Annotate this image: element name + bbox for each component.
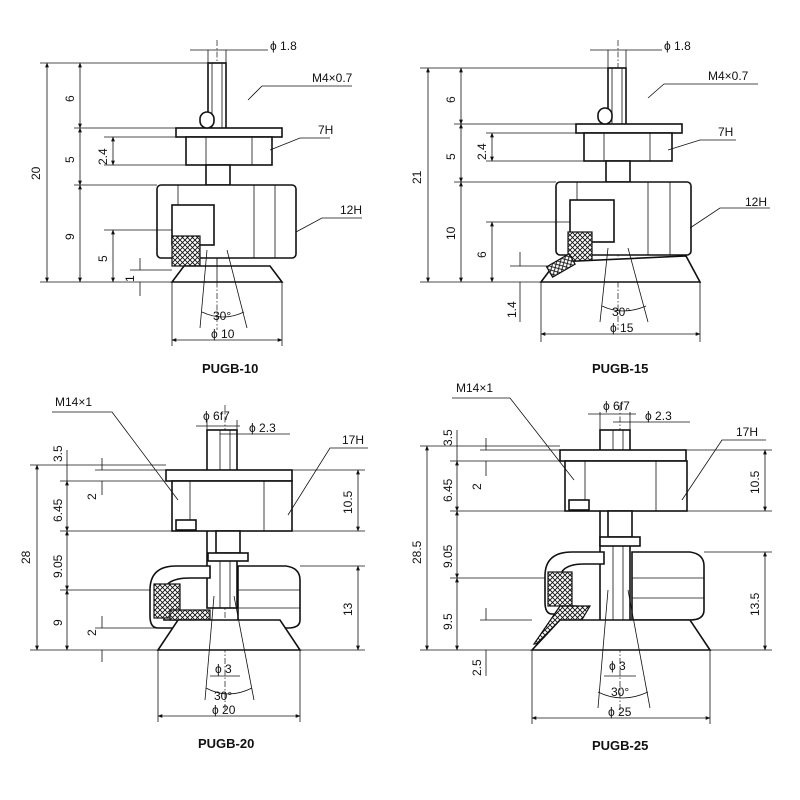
- pugb-10-body-lower: 5: [96, 255, 110, 262]
- pugb-15-bore-label: ϕ 1.8: [664, 39, 691, 53]
- pugb-15-nut-thickness: 2.4: [475, 143, 489, 160]
- pugb-20-middle: 9.05: [51, 554, 65, 578]
- pugb-20-drawing: M14×1 ϕ 6f7 ϕ 2.3 17H 3.5 2 6.45 28 9.05…: [19, 395, 368, 751]
- pugb-20-angle: 30°: [214, 689, 232, 703]
- pugb-10-thread-label: M4×0.7: [312, 71, 353, 85]
- pugb-10-pad-diameter: ϕ 10: [211, 327, 235, 341]
- pugb-15-overall-height: 21: [410, 170, 424, 184]
- pugb-15-body-hex-label: 12H: [745, 195, 767, 209]
- pugb-15-nut-hex-label: 7H: [718, 125, 733, 139]
- pugb-10-pad-lip: 1: [123, 275, 137, 282]
- pugb-10-nut-hex-label: 7H: [318, 123, 333, 137]
- pugb-25-lower: 9.5: [441, 613, 455, 630]
- pugb-20-lower: 9: [51, 619, 65, 626]
- pugb-15-pad-lip: 1.4: [505, 301, 519, 318]
- pugb-20-bore-label: ϕ 2.3: [249, 421, 276, 435]
- pugb-25-nut-thickness: 2: [470, 483, 484, 490]
- pugb-15-body-section: 10: [444, 226, 458, 240]
- pugb-20-nut-thickness: 2: [85, 493, 99, 500]
- pugb-10-body-hex-label: 12H: [340, 203, 362, 217]
- pugb-10-top-section: 6: [63, 95, 77, 102]
- pugb-25-shaft-label: ϕ 6f7: [603, 399, 630, 413]
- pugb-20-body-height: 13: [341, 602, 355, 616]
- pugb-15-drawing: ϕ 1.8 M4×0.7 7H 12H 21 6 5 10 2.4 6 1.4 …: [410, 39, 770, 376]
- pugb-15-body-lower: 6: [475, 251, 489, 258]
- pugb-20-upper: 6.45: [51, 498, 65, 522]
- pugb-25-thread-label: M14×1: [456, 381, 493, 395]
- pugb-15-angle: 30°: [612, 305, 630, 319]
- pugb-15-top-section: 6: [444, 96, 458, 103]
- pugb-20-hex-label: 17H: [342, 433, 364, 447]
- pugb-15-pad-diameter: ϕ 15: [610, 321, 634, 335]
- pugb-25-drawing: M14×1 ϕ 6f7 ϕ 2.3 17H 3.5 2 6.45 28.5 9.…: [410, 381, 772, 753]
- pugb-25-inner-bore: ϕ 3: [609, 659, 626, 673]
- pugb-25-upper: 6.45: [441, 478, 455, 502]
- pugb-10-bore-label: ϕ 1.8: [270, 39, 297, 53]
- pugb-20-inner-bore: ϕ 3: [215, 662, 232, 676]
- pugb-15-title: PUGB-15: [592, 361, 648, 376]
- pugb-20-title: PUGB-20: [198, 736, 254, 751]
- pugb-25-top: 3.5: [441, 429, 455, 446]
- pugb-25-bore-label: ϕ 2.3: [645, 409, 672, 423]
- pugb-20-top: 3.5: [51, 445, 65, 462]
- pugb-25-hex-label: 17H: [736, 425, 758, 439]
- pugb-20-thread-label: M14×1: [55, 395, 92, 409]
- pugb-10-nut-section: 5: [63, 156, 77, 163]
- pugb-10-title: PUGB-10: [202, 361, 258, 376]
- pugb-20-shaft-label: ϕ 6f7: [203, 409, 230, 423]
- pugb-25-pad-lip: 2.5: [470, 659, 484, 676]
- pugb-15-nut-section: 5: [444, 153, 458, 160]
- pugb-20-nut-height: 10.5: [341, 490, 355, 514]
- pugb-25-middle: 9.05: [441, 544, 455, 568]
- pugb-10-nut-thickness: 2.4: [96, 148, 110, 165]
- pugb-10-angle: 30°: [213, 309, 231, 323]
- pugb-10-overall-height: 20: [29, 166, 43, 180]
- pugb-25-overall-height: 28.5: [410, 540, 424, 564]
- pugb-15-thread-label: M4×0.7: [708, 69, 749, 83]
- pugb-25-title: PUGB-25: [592, 738, 648, 753]
- pugb-10-body-section: 9: [63, 233, 77, 240]
- pugb-10-drawing: ϕ 1.8 M4×0.7 7H 12H 20 6 5 9 2.4 5 1 30°…: [29, 39, 362, 376]
- pugb-20-pad-diameter: ϕ 20: [212, 703, 236, 717]
- pugb-25-nut-height: 10.5: [748, 470, 762, 494]
- pugb-25-angle: 30°: [611, 685, 629, 699]
- pugb-20-overall-height: 28: [19, 550, 33, 564]
- pugb-25-body-height: 13.5: [748, 592, 762, 616]
- pugb-20-pad-lip: 2: [85, 629, 99, 636]
- pugb-25-pad-diameter: ϕ 25: [608, 705, 632, 719]
